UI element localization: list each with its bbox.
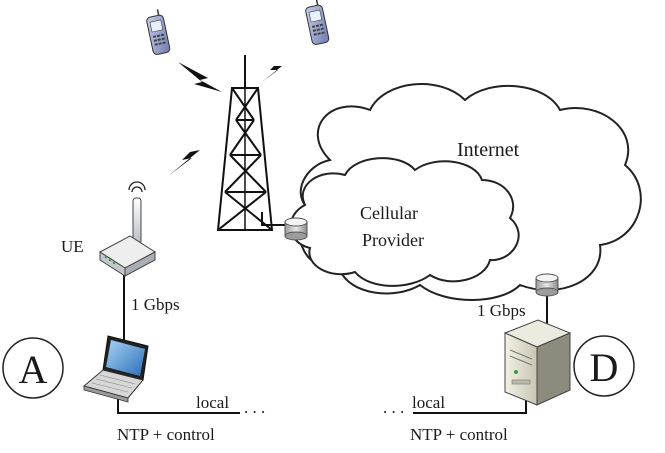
node-d-badge: D xyxy=(573,335,635,397)
server-icon xyxy=(503,319,572,406)
node-d-label: D xyxy=(590,345,619,390)
local-label-left: local xyxy=(196,393,229,412)
node-a-badge: A xyxy=(2,337,64,399)
cell-tower-icon xyxy=(216,55,274,231)
laptop-icon xyxy=(82,335,149,403)
bandwidth-label-server: 1 Gbps xyxy=(477,301,526,320)
internet-label: Internet xyxy=(457,139,520,161)
cellular-provider-label-line2: Provider xyxy=(362,230,424,250)
ellipsis-left: . . . xyxy=(244,398,265,417)
ntp-control-label-right: NTP + control xyxy=(410,425,508,444)
cellular-provider-label-line1: Cellular xyxy=(360,203,418,223)
cellular-provider-cloud xyxy=(289,157,520,287)
mobile-phone-icon xyxy=(146,9,171,55)
ntp-control-label-left: NTP + control xyxy=(117,425,215,444)
ue-label: UE xyxy=(61,237,84,256)
router-icon xyxy=(535,273,559,297)
local-label-right: local xyxy=(412,393,445,412)
ellipsis-right: . . . xyxy=(383,398,404,417)
wireless-signal-icon xyxy=(168,48,292,176)
ue-modem-icon xyxy=(99,181,156,277)
mobile-phone-icon xyxy=(305,0,330,45)
router-icon xyxy=(284,217,308,241)
bandwidth-label-ue: 1 Gbps xyxy=(131,295,180,314)
node-a-label: A xyxy=(19,347,48,392)
